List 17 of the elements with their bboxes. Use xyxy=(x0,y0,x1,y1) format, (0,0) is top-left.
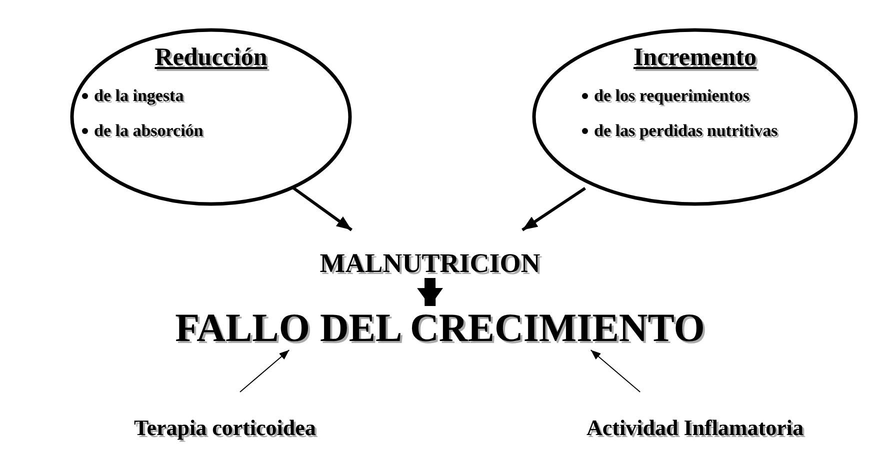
arrow xyxy=(417,278,444,306)
bullet-text: de las perdidas nutritivas xyxy=(594,121,778,141)
factor-label: Actividad Inflamatoria xyxy=(545,392,845,441)
ellipse-node xyxy=(70,28,352,206)
term-label: MALNUTRICION xyxy=(290,230,570,278)
result-label: FALLO DEL CRECIMIENTO xyxy=(150,306,730,350)
bullet-text: de la ingesta xyxy=(94,86,184,106)
ellipse-heading: Incremento xyxy=(632,44,758,72)
factor-label: Terapia corticoidea xyxy=(100,392,350,441)
arrow xyxy=(240,350,290,392)
ellipse-node xyxy=(532,28,858,206)
bullet-text: de los requerimientos xyxy=(594,86,750,106)
bullet-text: de la absorción xyxy=(94,121,204,141)
arrow xyxy=(590,350,641,392)
ellipse-heading: Reducción xyxy=(154,44,268,72)
arrow xyxy=(522,186,586,232)
arrow xyxy=(291,186,352,232)
